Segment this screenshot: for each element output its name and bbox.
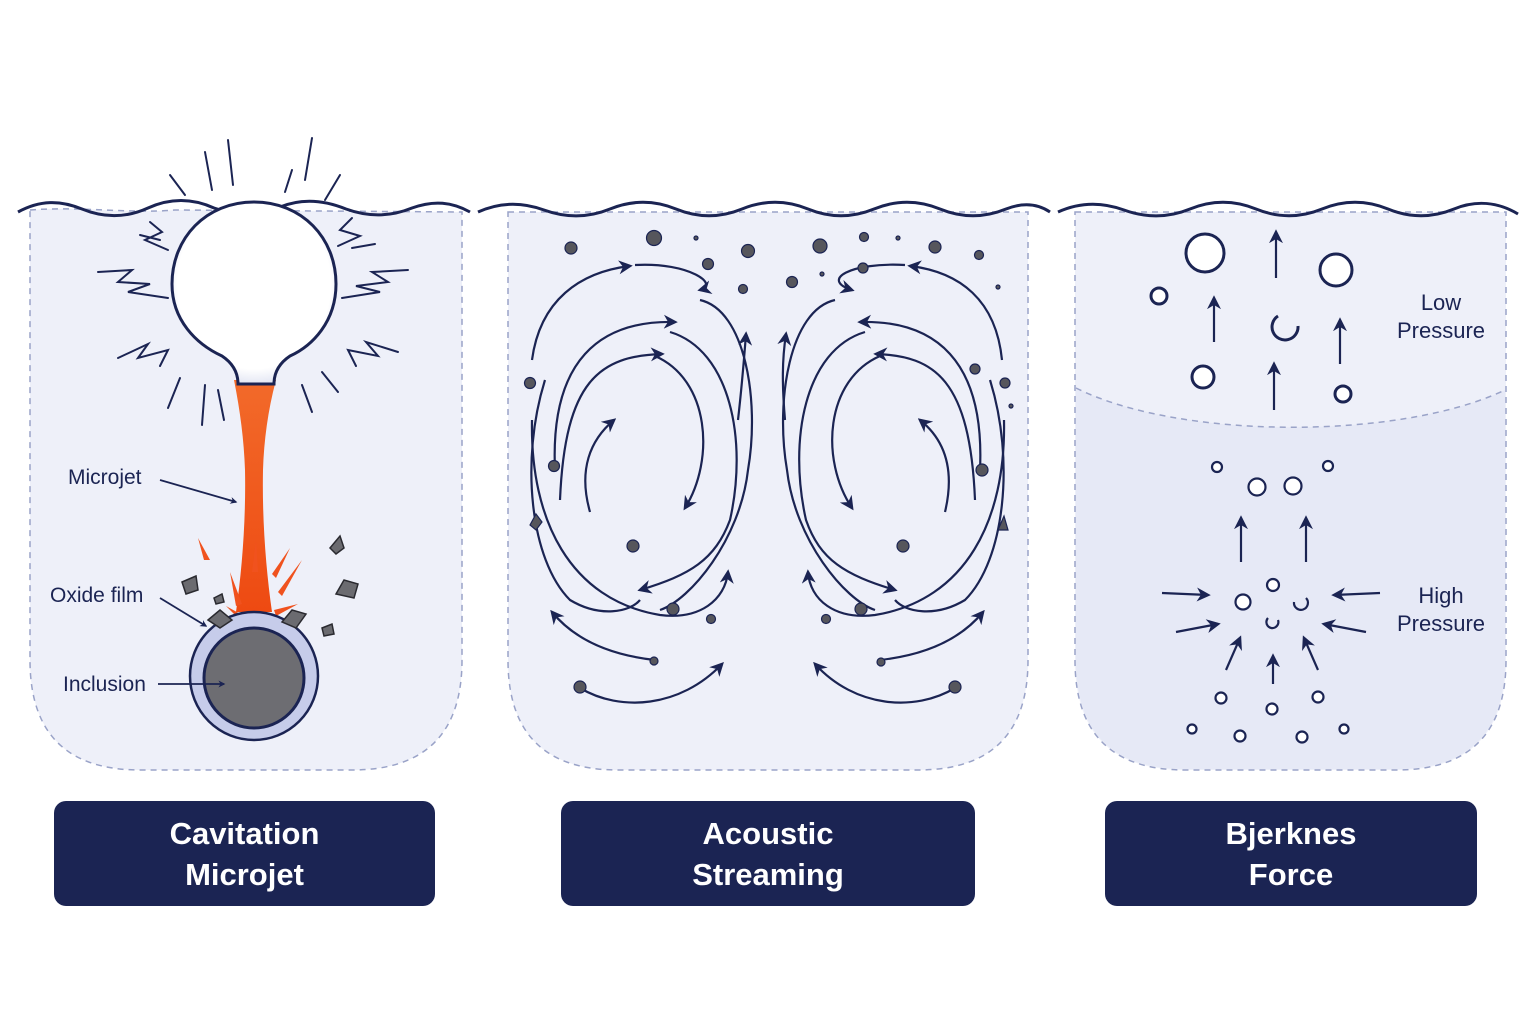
caption-line: Microjet <box>185 856 304 892</box>
label-microjet: Microjet <box>68 466 142 489</box>
streaming-particles <box>523 229 1014 694</box>
caption-line: Force <box>1248 856 1334 892</box>
liquid-surface-3 <box>1057 200 1519 218</box>
label-oxide-film: Oxide film <box>50 584 143 607</box>
liquid-container-2 <box>507 211 1029 771</box>
high-pressure-arrows <box>1161 515 1381 684</box>
oxide-fragments <box>181 534 359 637</box>
label-high: High <box>1418 583 1463 608</box>
inclusion-particle <box>202 626 306 730</box>
shock-lines <box>97 137 409 426</box>
caption-bjerknes-force: Bjerknes Force <box>1105 801 1477 906</box>
microjet-stream <box>234 380 276 612</box>
streaming-arrows-left <box>530 260 754 704</box>
label-low: Low <box>1421 290 1461 315</box>
low-pressure-bubbles <box>1149 232 1354 404</box>
liquid-surface-2 <box>477 200 1051 218</box>
label-high-pressure: Pressure <box>1397 611 1485 636</box>
caption-line: Bjerknes <box>1225 815 1357 851</box>
caption-cavitation-microjet: Cavitation Microjet <box>54 801 435 906</box>
label-inclusion: Inclusion <box>63 673 146 696</box>
pressure-boundary <box>1075 387 1506 428</box>
caption-line: Streaming <box>692 856 844 892</box>
panel-bjerknes: Low Pressure High Pressure <box>1057 200 1519 771</box>
panel-cavitation: Microjet Oxide film Inclusion <box>17 137 471 771</box>
caption-line: Cavitation <box>169 815 320 851</box>
panel-acoustic-streaming <box>477 200 1051 771</box>
streaming-arrows-right <box>777 260 1006 704</box>
caption-acoustic-streaming: Acoustic Streaming <box>561 801 975 906</box>
caption-line: Acoustic <box>702 815 834 851</box>
cavitation-bubble <box>170 200 338 386</box>
high-pressure-bubbles <box>1186 459 1350 744</box>
low-pressure-arrows <box>1207 229 1347 410</box>
label-low-pressure: Pressure <box>1397 318 1485 343</box>
high-pressure-zone <box>1076 388 1505 769</box>
